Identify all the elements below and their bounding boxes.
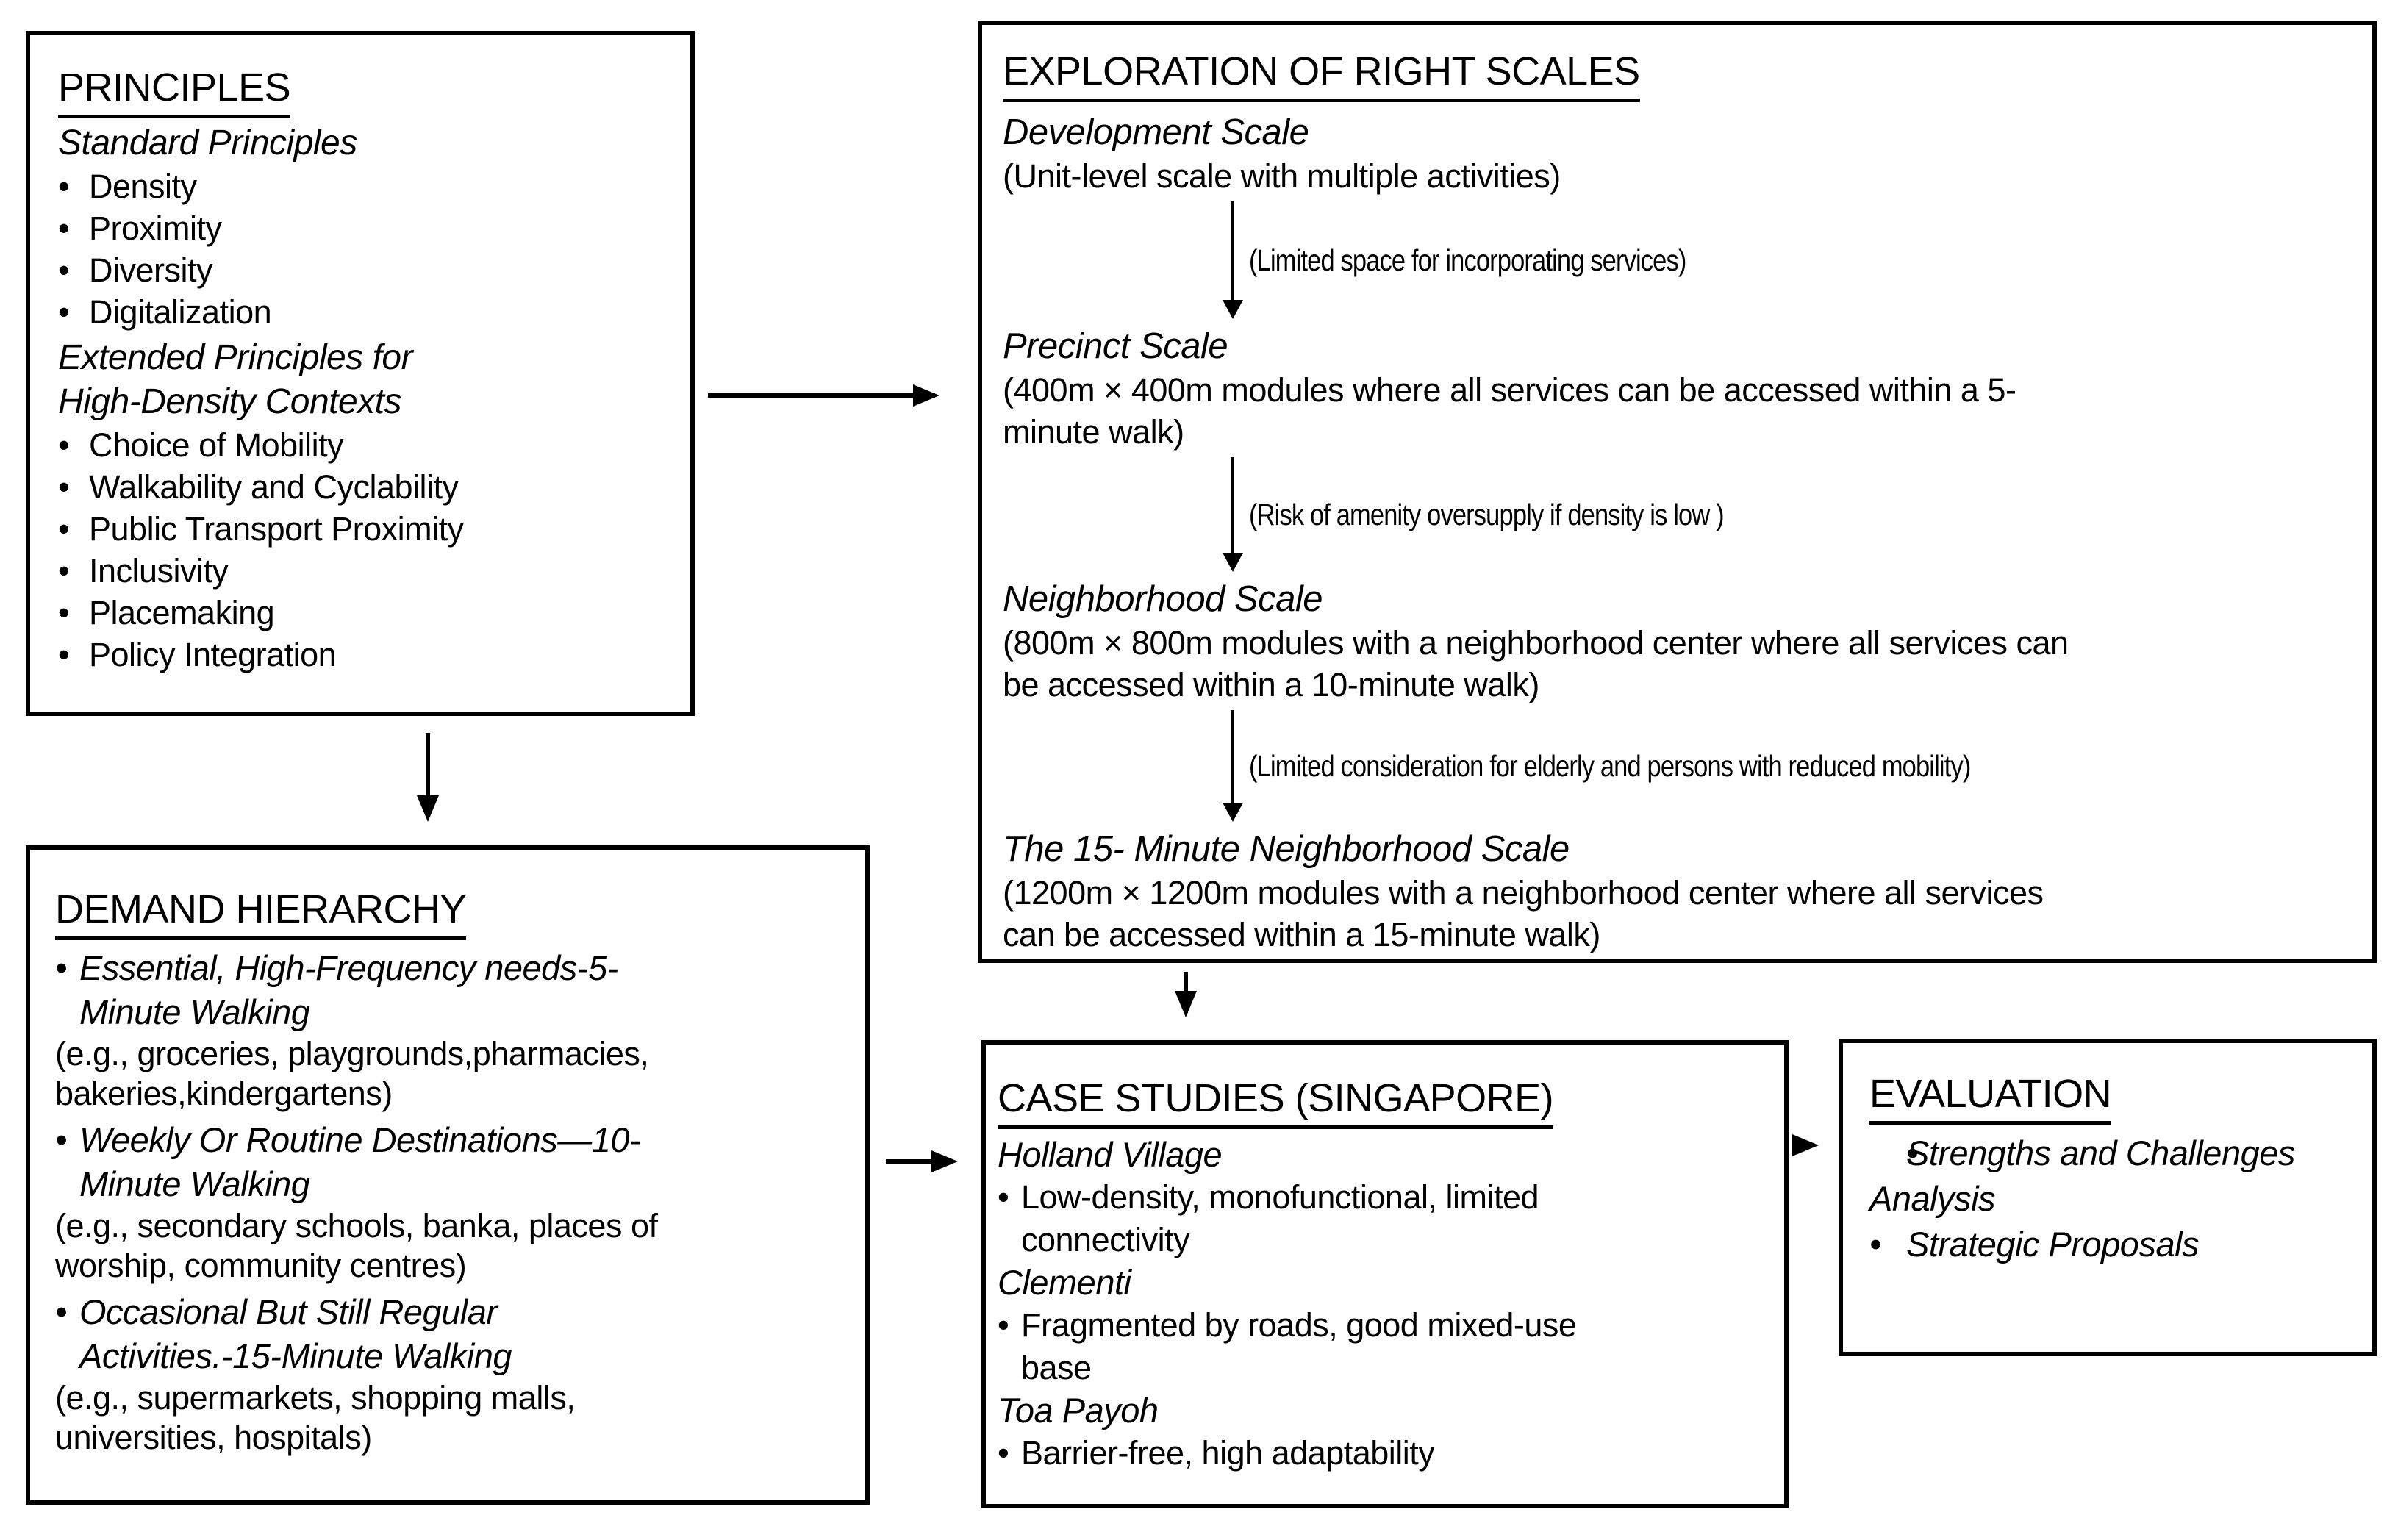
exploration-content: Development Scale (Unit-level scale with … xyxy=(1003,110,2355,956)
bullet-icon: • xyxy=(58,293,70,331)
demand-tier-2-label: Occasional But Still Regular Activities.… xyxy=(79,1292,512,1375)
principles-item-1-1: • Walkability and Cyclability xyxy=(58,466,673,508)
bullet-icon: • xyxy=(58,251,70,289)
case-studies-title: CASE STUDIES (SINGAPORE) xyxy=(998,1074,1769,1129)
exploration-title: EXPLORATION OF RIGHT SCALES xyxy=(1003,47,2355,102)
bullet-icon: • xyxy=(58,552,70,590)
stage-transition-0: (Limited space for incorporating service… xyxy=(1003,197,2355,323)
case-name-1: Clementi xyxy=(998,1263,1131,1302)
principles-item-1-3: • Inclusivity xyxy=(58,550,673,592)
principles-item-0-1: • Proximity xyxy=(58,207,673,249)
principles-item-0-2-label: Diversity xyxy=(89,251,213,289)
stage-name-1: Precinct Scale xyxy=(1003,326,1228,366)
case-point-0-0: • Low-density, monofunctional, limited co… xyxy=(998,1176,1769,1261)
bullet-icon: • xyxy=(55,1120,67,1159)
evaluation-item-1: • Strategic Proposals xyxy=(1869,1222,2358,1267)
case-point-2-0: • Barrier-free, high adaptability xyxy=(998,1432,1769,1475)
stage-desc-1: (400m × 400m modules where all services … xyxy=(1003,371,2016,451)
principles-group-subtitle-0: Standard Principles xyxy=(58,123,357,162)
stage-desc-3: (1200m × 1200m modules with a neighborho… xyxy=(1003,874,2044,953)
bullet-icon: • xyxy=(58,209,70,247)
principles-item-0-3-label: Digitalization xyxy=(89,293,272,331)
case-point-1-0: • Fragmented by roads, good mixed-use bas… xyxy=(998,1304,1769,1389)
principles-item-0-3: • Digitalization xyxy=(58,291,673,333)
evaluation-item-0-label: Strengths and Challenges Analysis xyxy=(1869,1133,2295,1218)
stage-desc-0: (Unit-level scale with multiple activiti… xyxy=(1003,157,1561,195)
bullet-icon: • xyxy=(998,1178,1009,1216)
evaluation-title: EVALUATION xyxy=(1869,1070,2358,1125)
evaluation-item-0: •Strengths and Challenges Analysis xyxy=(1869,1131,2358,1222)
demand-hierarchy-box: DEMAND HIERARCHY • Essential, High-Freque… xyxy=(26,845,870,1505)
demand-tier-2: • Occasional But Still Regular Activities… xyxy=(55,1290,848,1378)
bullet-icon: • xyxy=(1906,1133,1918,1172)
demand-hierarchy-content: • Essential, High-Frequency needs-5- Minu… xyxy=(55,946,848,1458)
case-name-0: Holland Village xyxy=(998,1135,1223,1174)
case-point-2-0-label: Barrier-free, high adaptability xyxy=(1021,1434,1435,1472)
principles-item-1-2: • Public Transport Proximity xyxy=(58,508,673,550)
bullet-icon: • xyxy=(58,594,70,631)
demand-tier-1: • Weekly Or Routine Destinations—10- Minu… xyxy=(55,1118,848,1206)
demand-hierarchy-title: DEMAND HIERARCHY xyxy=(55,885,848,940)
case-studies-content: Holland Village • Low-density, monofunctio… xyxy=(998,1133,1769,1475)
principles-item-0-0: • Density xyxy=(58,165,673,207)
bullet-icon: • xyxy=(58,468,70,506)
demand-tier-examples-2: (e.g., supermarkets, shopping malls, uni… xyxy=(55,1379,576,1456)
stage-transition-note-0: (Limited space for incorporating service… xyxy=(1249,243,1686,277)
principles-item-0-0-label: Density xyxy=(89,168,197,205)
demand-tier-0: • Essential, High-Frequency needs-5- Minu… xyxy=(55,946,848,1034)
bullet-icon: • xyxy=(58,426,70,464)
principles-item-1-4: • Placemaking xyxy=(58,592,673,634)
demand-tier-0-label: Essential, High-Frequency needs-5- Minut… xyxy=(79,948,618,1031)
case-name-2: Toa Payoh xyxy=(998,1391,1159,1430)
bullet-icon: • xyxy=(1869,1225,1881,1264)
evaluation-box: EVALUATION •Strengths and Challenges Ana… xyxy=(1839,1039,2377,1356)
principles-content: Standard Principles • Density • Proximity • Di… xyxy=(58,121,673,676)
bullet-icon: • xyxy=(55,948,67,987)
stage-name-2: Neighborhood Scale xyxy=(1003,579,1323,619)
principles-item-1-3-label: Inclusivity xyxy=(89,552,229,590)
bullet-icon: • xyxy=(998,1434,1009,1472)
down-arrow-icon xyxy=(1223,710,1243,822)
stage-transition-note-1: (Risk of amenity oversupply if density i… xyxy=(1249,497,1725,531)
principles-item-1-1-label: Walkability and Cyclability xyxy=(89,468,459,506)
stage-transition-1: (Risk of amenity oversupply if density i… xyxy=(1003,453,2355,576)
principles-item-0-1-label: Proximity xyxy=(89,209,222,247)
principles-item-1-5-label: Policy Integration xyxy=(89,636,337,673)
principles-box: PRINCIPLES Standard Principles • Density • P… xyxy=(26,31,695,716)
principles-item-1-4-label: Placemaking xyxy=(89,594,275,631)
case-studies-box: CASE STUDIES (SINGAPORE) Holland Village… xyxy=(981,1040,1789,1508)
stage-transition-note-2: (Limited consideration for elderly and p… xyxy=(1249,748,1971,783)
stage-name-3: The 15- Minute Neighborhood Scale xyxy=(1003,829,1570,869)
principles-item-1-5: • Policy Integration xyxy=(58,634,673,676)
bullet-icon: • xyxy=(55,1292,67,1331)
case-point-0-0-label: Low-density, monofunctional, limited con… xyxy=(1021,1178,1539,1258)
principles-item-1-0: • Choice of Mobility xyxy=(58,424,673,466)
case-point-1-0-label: Fragmented by roads, good mixed-use base xyxy=(1021,1306,1577,1386)
bullet-icon: • xyxy=(58,168,70,205)
evaluation-item-1-label: Strategic Proposals xyxy=(1906,1225,2200,1264)
principles-group-subtitle-1: Extended Principles for High-Density Con… xyxy=(58,338,413,421)
principles-title: PRINCIPLES xyxy=(58,63,673,118)
principles-item-0-2: • Diversity xyxy=(58,249,673,291)
demand-tier-1-label: Weekly Or Routine Destinations—10- Minut… xyxy=(79,1120,641,1203)
bullet-icon: • xyxy=(58,510,70,548)
exploration-box: EXPLORATION OF RIGHT SCALES Development … xyxy=(978,21,2377,963)
evaluation-content: •Strengths and Challenges Analysis•Strat… xyxy=(1869,1131,2358,1267)
principles-item-1-0-label: Choice of Mobility xyxy=(89,426,344,464)
demand-tier-examples-0: (e.g., groceries, playgrounds,pharmacies… xyxy=(55,1035,649,1112)
down-arrow-icon xyxy=(1223,457,1243,572)
stage-name-0: Development Scale xyxy=(1003,112,1309,152)
bullet-icon: • xyxy=(58,636,70,673)
bullet-icon: • xyxy=(998,1306,1009,1344)
principles-item-1-2-label: Public Transport Proximity xyxy=(89,510,464,548)
down-arrow-icon xyxy=(1223,201,1243,319)
demand-tier-examples-1: (e.g., secondary schools, banka, places … xyxy=(55,1207,658,1284)
stage-desc-2: (800m × 800m modules with a neighborhood… xyxy=(1003,624,2069,703)
stage-transition-2: (Limited consideration for elderly and p… xyxy=(1003,706,2355,826)
